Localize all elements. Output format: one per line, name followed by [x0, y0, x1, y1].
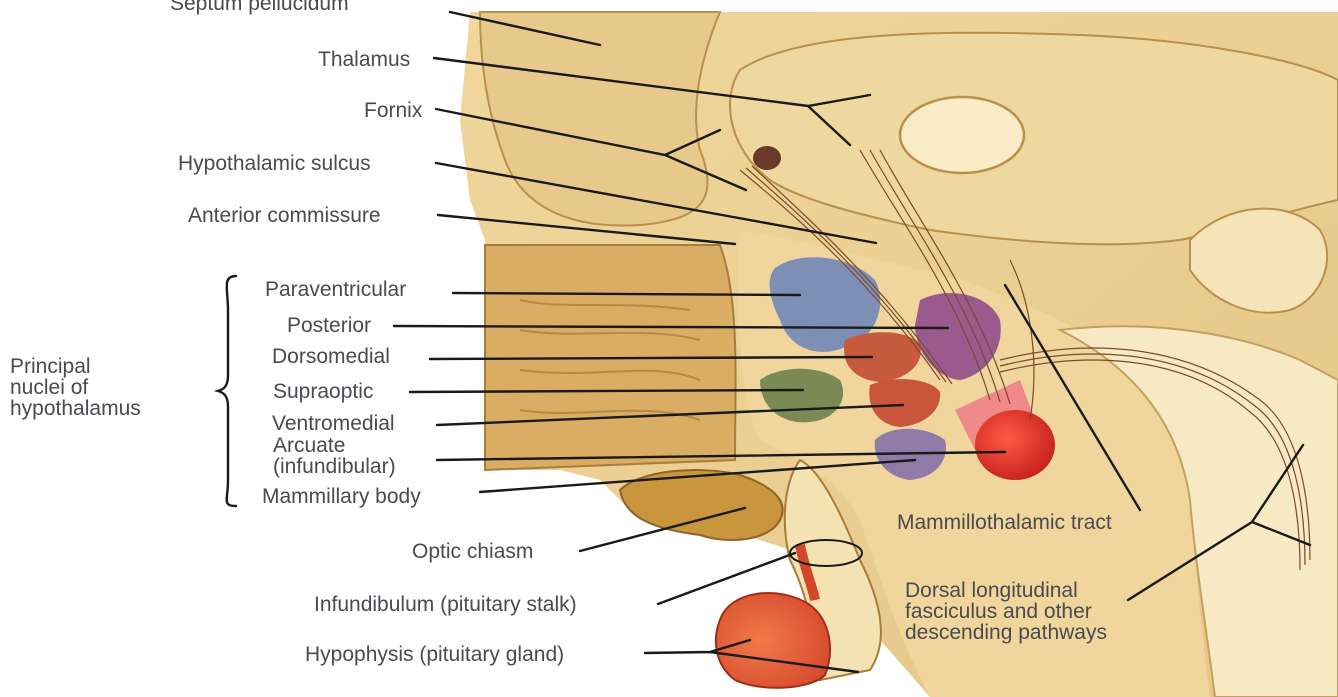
label-supraoptic: Supraoptic [273, 380, 373, 403]
label-dorsal-line3: descending pathways [905, 621, 1107, 644]
label-ventromedial: Ventromedial [272, 412, 395, 435]
label-arcuate: Arcuate [273, 434, 345, 457]
label-hypothalamic-sulcus: Hypothalamic sulcus [178, 152, 371, 175]
label-top-cut: Septum pellucidum [170, 0, 349, 15]
label-fornix: Fornix [364, 99, 423, 122]
label-arcuate-infundibular: (infundibular) [273, 455, 396, 478]
label-principal-line1: Principal [10, 355, 91, 378]
label-optic-chiasm: Optic chiasm [412, 540, 533, 563]
label-paraventricular: Paraventricular [265, 278, 406, 301]
label-dorsomedial: Dorsomedial [272, 345, 390, 368]
anterior-commissure-dot [753, 146, 781, 170]
label-mammillothalamic-tract: Mammillothalamic tract [897, 511, 1112, 534]
label-thalamus: Thalamus [318, 48, 410, 71]
principal-nuclei-brace [218, 276, 236, 506]
illustration [460, 12, 1338, 697]
label-principal-line3: hypothalamus [10, 397, 141, 420]
label-dorsal-line1: Dorsal longitudinal [905, 579, 1078, 602]
label-principal-line2: nuclei of [10, 376, 88, 399]
interthalamic-adhesion [900, 97, 1024, 173]
label-dorsal-line2: fasciculus and other [905, 600, 1092, 623]
pituitary-gland-shape [716, 593, 830, 688]
label-hypophysis: Hypophysis (pituitary gland) [305, 643, 564, 666]
label-infundibulum: Infundibulum (pituitary stalk) [314, 593, 577, 616]
label-posterior: Posterior [287, 314, 371, 337]
label-mammillary-body: Mammillary body [262, 485, 421, 508]
mammillary-body-shape [975, 410, 1055, 480]
label-anterior-commissure: Anterior commissure [188, 204, 381, 227]
